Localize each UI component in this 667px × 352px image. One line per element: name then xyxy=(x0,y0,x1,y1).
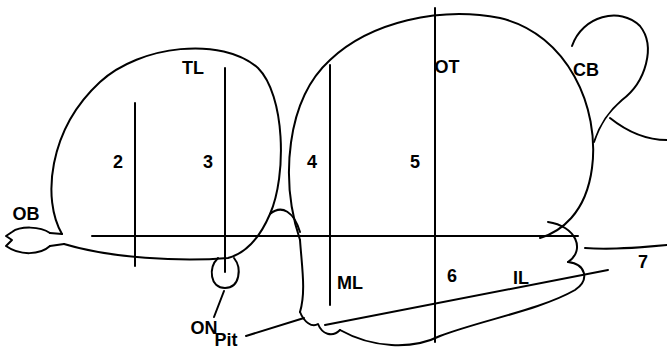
hypothalamus-outline xyxy=(340,262,584,345)
section-line xyxy=(224,68,226,272)
callout-number: 4 xyxy=(307,153,317,171)
median-lobe-outline xyxy=(300,240,303,312)
region-label: ML xyxy=(337,274,363,292)
olfactory-bulb xyxy=(6,228,50,254)
medulla-outline xyxy=(610,118,667,140)
leader-line xyxy=(246,318,304,336)
cerebellum-outline xyxy=(572,16,648,142)
medulla-outline xyxy=(585,245,667,249)
callout-number: 5 xyxy=(410,153,420,171)
region-label: TL xyxy=(182,59,204,77)
inferior-lobe-outline xyxy=(548,222,577,262)
section-line xyxy=(134,103,136,266)
section-line xyxy=(329,65,331,305)
callout-number: 7 xyxy=(638,253,648,271)
section-line xyxy=(325,270,608,325)
telencephalon-outline xyxy=(51,48,281,259)
leader-line xyxy=(214,291,224,317)
callout-number: 3 xyxy=(203,153,213,171)
region-label: ON xyxy=(191,319,218,337)
callout-number: 2 xyxy=(113,153,123,171)
region-label: IL xyxy=(513,269,529,287)
region-label: CB xyxy=(573,61,599,79)
optic-tectum-outline xyxy=(289,14,593,240)
region-label: Pit xyxy=(214,331,237,349)
region-label: OT xyxy=(435,58,460,76)
section-line xyxy=(92,235,578,237)
callout-number: 6 xyxy=(447,267,457,285)
region-label: OB xyxy=(13,205,40,223)
